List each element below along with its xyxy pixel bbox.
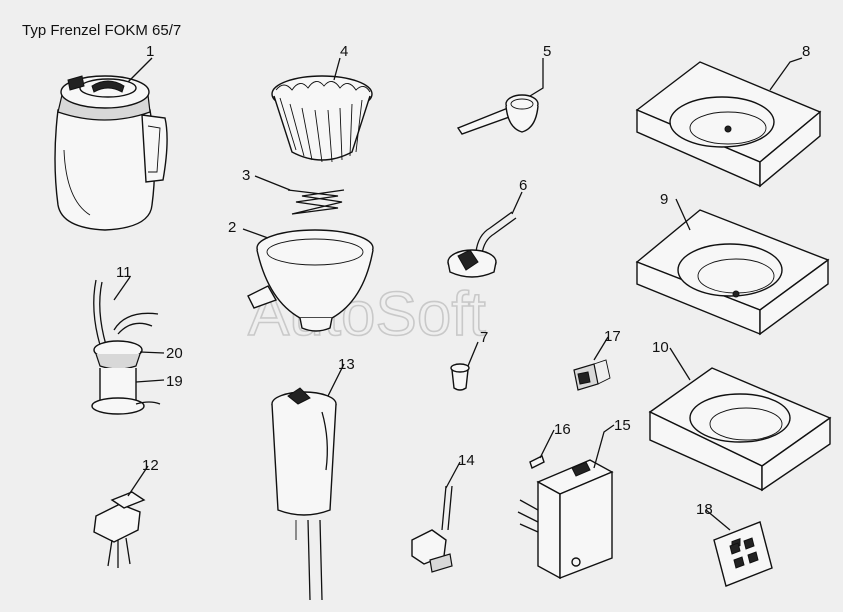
part-7-plug [450, 363, 470, 391]
part-11-heating-assembly [91, 279, 161, 415]
part-12-relay [93, 491, 146, 568]
callout-7: 7 [480, 329, 488, 346]
callout-13: 13 [338, 356, 355, 373]
diagram-title: Typ Frenzel FOKM 65/7 [22, 22, 182, 39]
callout-8: 8 [802, 43, 810, 60]
part-16-pin [529, 455, 545, 469]
callout-9: 9 [660, 191, 668, 208]
part-2-filter-funnel [247, 229, 374, 332]
part-17-switch [573, 359, 611, 391]
callout-17: 17 [604, 328, 621, 345]
callout-10: 10 [652, 339, 669, 356]
callout-12: 12 [142, 457, 159, 474]
part-3-clip [287, 189, 345, 215]
callout-18: 18 [696, 501, 713, 518]
part-1-thermos-jug [54, 75, 168, 231]
callout-14: 14 [458, 452, 475, 469]
callout-5: 5 [543, 43, 551, 60]
leader-lines [113, 57, 803, 531]
callout-6: 6 [519, 177, 527, 194]
callout-11: 11 [116, 264, 132, 281]
callout-3: 3 [242, 167, 250, 184]
part-6-valve-tube [447, 211, 517, 278]
callout-16: 16 [554, 421, 571, 438]
part-18-keypad [713, 521, 773, 587]
part-5-measuring-spoon [456, 94, 539, 135]
callout-15: 15 [614, 417, 631, 434]
part-8-tray [635, 61, 822, 188]
part-13-boiler [271, 387, 337, 601]
part-10-tray [648, 367, 832, 492]
callout-2: 2 [228, 219, 236, 236]
callout-19: 19 [166, 373, 183, 390]
callout-20: 20 [166, 345, 183, 362]
callout-labels: 1 2 3 4 5 6 7 8 9 10 11 12 13 14 15 16 1… [116, 43, 810, 518]
part-9-tray [635, 209, 830, 336]
part-14-valve-fitting [411, 485, 453, 573]
part-4-paper-filter [271, 75, 373, 163]
callout-4: 4 [340, 43, 348, 60]
part-15-control-unit [517, 459, 614, 580]
callout-1: 1 [146, 43, 154, 60]
